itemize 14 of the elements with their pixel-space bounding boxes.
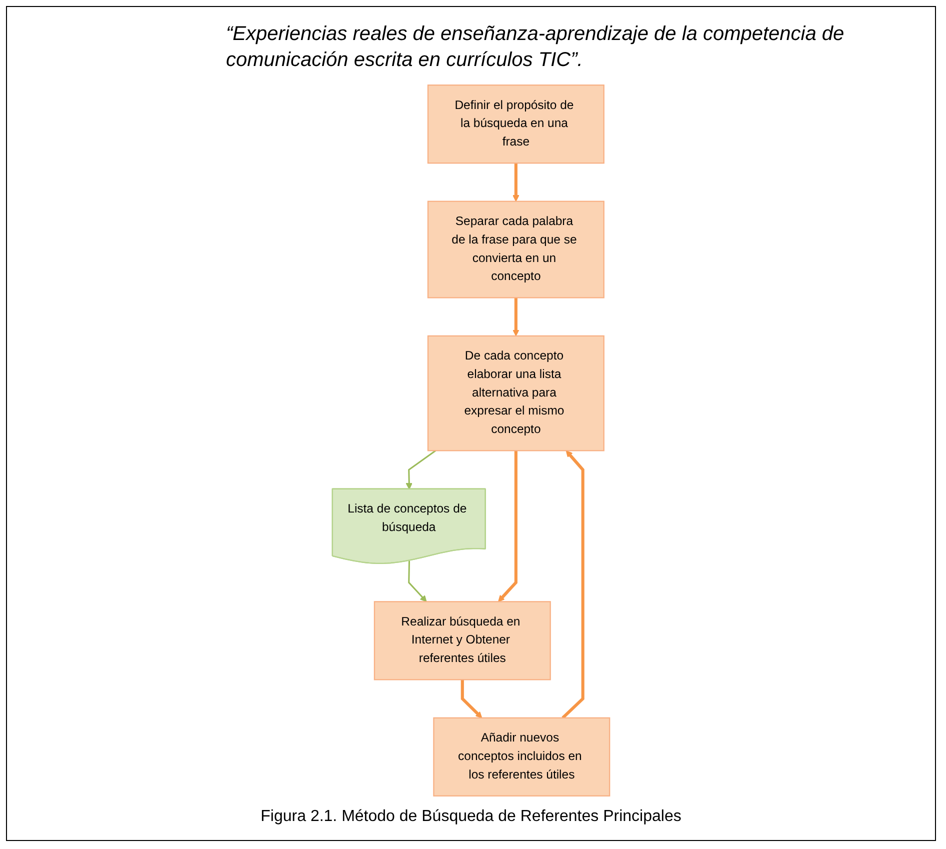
arrow <box>408 560 427 602</box>
node-box: Realizar búsqueda en Internet y Obtener referentes útiles <box>374 601 551 680</box>
node-box: Añadir nuevos conceptos incluidos en los referentes útiles <box>433 717 610 796</box>
node-box: Separar cada palabra de la frase para que se convierta en un concepto <box>427 200 604 298</box>
arrow <box>562 450 584 719</box>
caption: Figura 2.1. Método de Búsqueda de Referentes Principales <box>260 808 682 826</box>
arrow <box>512 163 520 202</box>
node-box: Definir el propósito de la búsqueda en una frase <box>427 84 604 164</box>
title: “Experiencias reales de enseñanza-aprendizaje de la competencia de comunicación escrita en currículos TIC”. <box>226 22 846 73</box>
arrow <box>512 298 520 336</box>
arrow <box>460 680 482 718</box>
arrow <box>498 450 518 602</box>
arrow <box>406 450 436 490</box>
node-box: De cada concepto elaborar una lista alternativa para expresar el mismo concepto <box>427 335 604 452</box>
